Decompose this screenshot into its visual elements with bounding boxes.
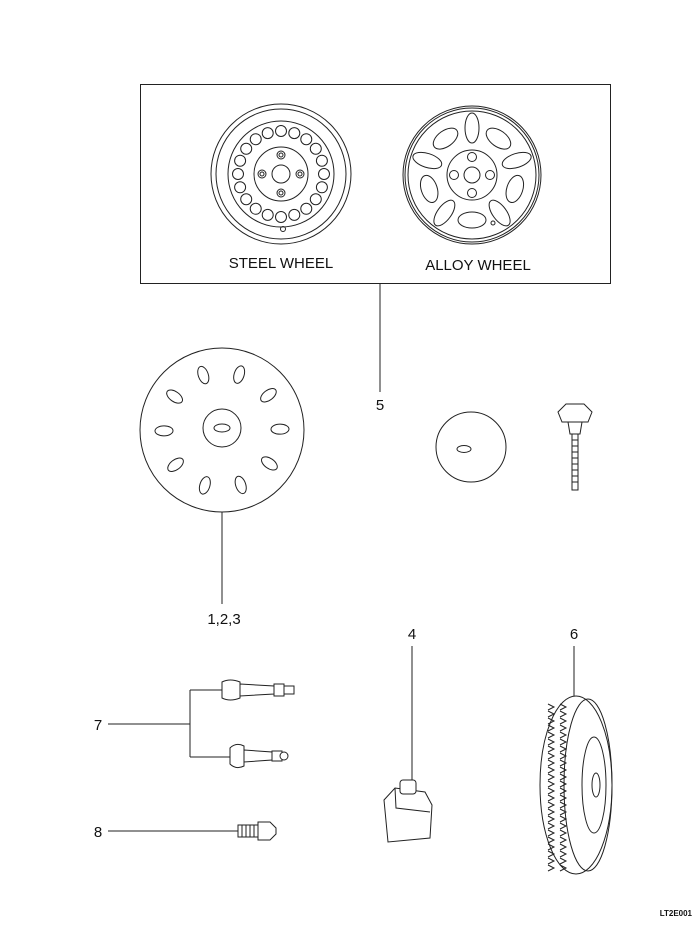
- spoke-window: [457, 211, 487, 229]
- cover-vent: [233, 365, 246, 384]
- cover-vent: [197, 365, 210, 385]
- steel-wheel-label: STEEL WHEEL: [229, 255, 333, 272]
- tread: [547, 745, 568, 753]
- vent-hole: [275, 211, 287, 223]
- vent-hole: [249, 202, 262, 215]
- balance-weight: [383, 779, 433, 843]
- tread: [547, 801, 568, 809]
- cover-vent: [260, 388, 277, 403]
- vent-hole: [240, 193, 253, 206]
- tread: [547, 717, 568, 725]
- callout-8: 8: [94, 824, 102, 841]
- lock-nut: [557, 403, 593, 491]
- spoke-window: [505, 174, 525, 203]
- callout-5: 5: [376, 397, 384, 414]
- spoke-window: [485, 127, 512, 150]
- vent-hole: [309, 193, 322, 206]
- spoke-window: [501, 151, 532, 170]
- tread: [547, 808, 568, 816]
- tread: [547, 773, 568, 781]
- tread: [547, 710, 568, 718]
- cover-vent: [261, 456, 278, 471]
- steel-wheel: [210, 103, 352, 245]
- cover-vent: [154, 425, 174, 437]
- vent-hole: [288, 127, 301, 140]
- callout-4: 4: [408, 626, 416, 643]
- cover-vent: [234, 475, 247, 495]
- tread: [547, 822, 568, 830]
- vent-hole: [240, 142, 253, 155]
- tread: [547, 836, 568, 844]
- tread: [547, 794, 568, 802]
- tread: [547, 703, 568, 711]
- vent-hole: [315, 154, 328, 167]
- tread: [547, 815, 568, 823]
- figure-code: LT2E001: [660, 909, 693, 918]
- wheel-variants-box: [140, 84, 611, 284]
- spoke-window: [412, 151, 443, 170]
- spoke-window: [464, 112, 480, 144]
- tread: [547, 857, 568, 865]
- tread: [547, 738, 568, 746]
- vent-hole: [261, 208, 274, 221]
- tread: [547, 724, 568, 732]
- vent-hole: [309, 142, 322, 155]
- vent-hole: [318, 168, 330, 180]
- vent-hole: [232, 168, 244, 180]
- spoke-window: [488, 199, 511, 227]
- vent-hole: [288, 208, 301, 221]
- tread: [547, 787, 568, 795]
- alloy-wheel-label: ALLOY WHEEL: [425, 257, 531, 274]
- center-cap: [435, 411, 507, 483]
- valve-stem-rubber: [221, 679, 295, 701]
- tread: [547, 752, 568, 760]
- cover-vent: [198, 476, 211, 495]
- cover-vent: [167, 457, 184, 472]
- callout-7: 7: [94, 717, 102, 734]
- tread: [547, 843, 568, 851]
- callout-1-2-3: 1,2,3: [207, 611, 240, 628]
- leader-line-7: [108, 689, 230, 758]
- vent-hole: [234, 154, 247, 167]
- tread: [547, 829, 568, 837]
- vent-hole: [275, 125, 287, 137]
- spoke-window: [432, 127, 459, 150]
- tread: [547, 780, 568, 788]
- tire: [539, 695, 613, 875]
- tread: [547, 731, 568, 739]
- tread: [547, 759, 568, 767]
- vent-hole: [234, 181, 247, 194]
- spoke-window: [433, 199, 456, 227]
- vent-hole: [315, 181, 328, 194]
- lug-bolt: [237, 821, 277, 841]
- cover-vent: [166, 389, 183, 404]
- vent-hole: [261, 127, 274, 140]
- valve-stem-metal: [229, 743, 289, 769]
- tread: [547, 766, 568, 774]
- tread: [547, 850, 568, 858]
- cover-vent: [270, 423, 290, 435]
- callout-6: 6: [570, 626, 578, 643]
- alloy-wheel: [402, 105, 542, 245]
- tread: [547, 864, 568, 872]
- wheel-cover: [139, 347, 305, 513]
- spoke-window: [419, 174, 439, 203]
- vent-hole: [249, 133, 262, 146]
- vent-hole: [300, 202, 313, 215]
- vent-hole: [300, 133, 313, 146]
